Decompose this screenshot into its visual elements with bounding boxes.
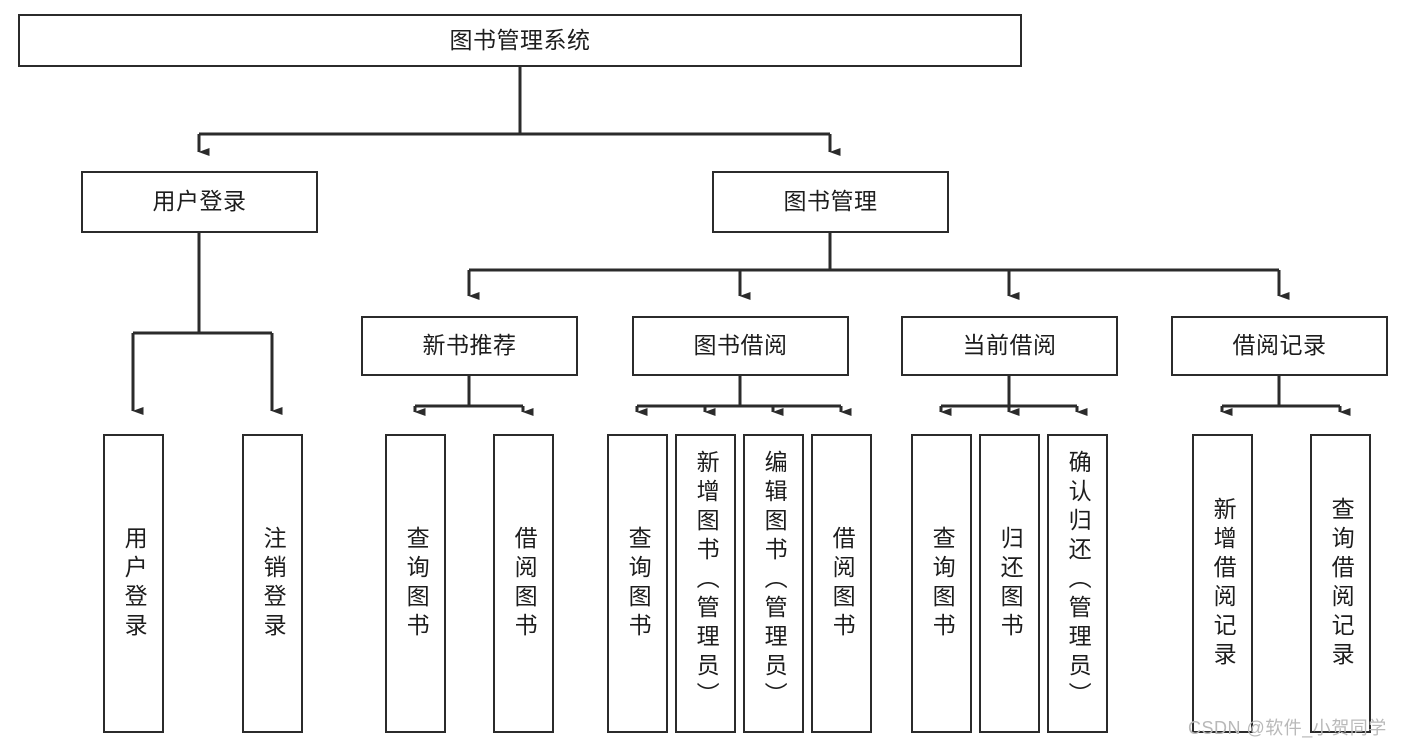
node-leaf-add-book-label: 新增图书（管理员）	[693, 450, 720, 711]
node-new-book-recommend-label: 新书推荐	[422, 332, 517, 359]
node-leaf-add-record[interactable]: 新增借阅记录	[1192, 434, 1253, 733]
node-leaf-user-login-label: 用户登录	[121, 525, 148, 642]
node-current-borrow-label: 当前借阅	[962, 332, 1057, 359]
node-leaf-confirm-return[interactable]: 确认归还（管理员）	[1047, 434, 1108, 733]
node-leaf-edit-book-label: 编辑图书（管理员）	[761, 450, 788, 711]
node-leaf-return-book-label: 归还图书	[997, 525, 1024, 642]
node-leaf-borrow-book-1[interactable]: 借阅图书	[493, 434, 554, 733]
node-leaf-confirm-return-label: 确认归还（管理员）	[1065, 450, 1092, 711]
node-book-borrow[interactable]: 图书借阅	[632, 316, 849, 376]
node-book-borrow-label: 图书借阅	[693, 332, 788, 359]
node-current-borrow[interactable]: 当前借阅	[901, 316, 1118, 376]
node-root[interactable]: 图书管理系统	[18, 14, 1022, 67]
node-leaf-borrow-book-2-label: 借阅图书	[829, 525, 856, 642]
node-leaf-query-record[interactable]: 查询借阅记录	[1310, 434, 1371, 733]
node-user-login-label: 用户登录	[152, 188, 247, 215]
node-leaf-query-book-1-label: 查询图书	[403, 525, 430, 642]
node-leaf-query-book-3-label: 查询图书	[929, 525, 956, 642]
node-leaf-edit-book[interactable]: 编辑图书（管理员）	[743, 434, 804, 733]
node-leaf-borrow-book-2[interactable]: 借阅图书	[811, 434, 872, 733]
node-leaf-query-book-1[interactable]: 查询图书	[385, 434, 446, 733]
node-leaf-query-book-3[interactable]: 查询图书	[911, 434, 972, 733]
node-leaf-query-record-label: 查询借阅记录	[1328, 496, 1355, 671]
node-leaf-logout-login-label: 注销登录	[260, 525, 287, 642]
node-leaf-add-record-label: 新增借阅记录	[1210, 496, 1237, 671]
node-book-management-label: 图书管理	[783, 188, 878, 215]
node-user-login[interactable]: 用户登录	[81, 171, 318, 233]
node-book-management[interactable]: 图书管理	[712, 171, 949, 233]
node-leaf-return-book[interactable]: 归还图书	[979, 434, 1040, 733]
node-leaf-borrow-book-1-label: 借阅图书	[511, 525, 538, 642]
csdn-watermark: CSDN @软件_小贺同学	[1188, 718, 1387, 738]
node-borrow-record-label: 借阅记录	[1232, 332, 1327, 359]
node-leaf-add-book[interactable]: 新增图书（管理员）	[675, 434, 736, 733]
node-leaf-query-book-2-label: 查询图书	[625, 525, 652, 642]
node-borrow-record[interactable]: 借阅记录	[1171, 316, 1388, 376]
node-new-book-recommend[interactable]: 新书推荐	[361, 316, 578, 376]
node-leaf-query-book-2[interactable]: 查询图书	[607, 434, 668, 733]
node-leaf-user-login[interactable]: 用户登录	[103, 434, 164, 733]
node-leaf-logout-login[interactable]: 注销登录	[242, 434, 303, 733]
node-root-label: 图书管理系统	[449, 26, 591, 53]
